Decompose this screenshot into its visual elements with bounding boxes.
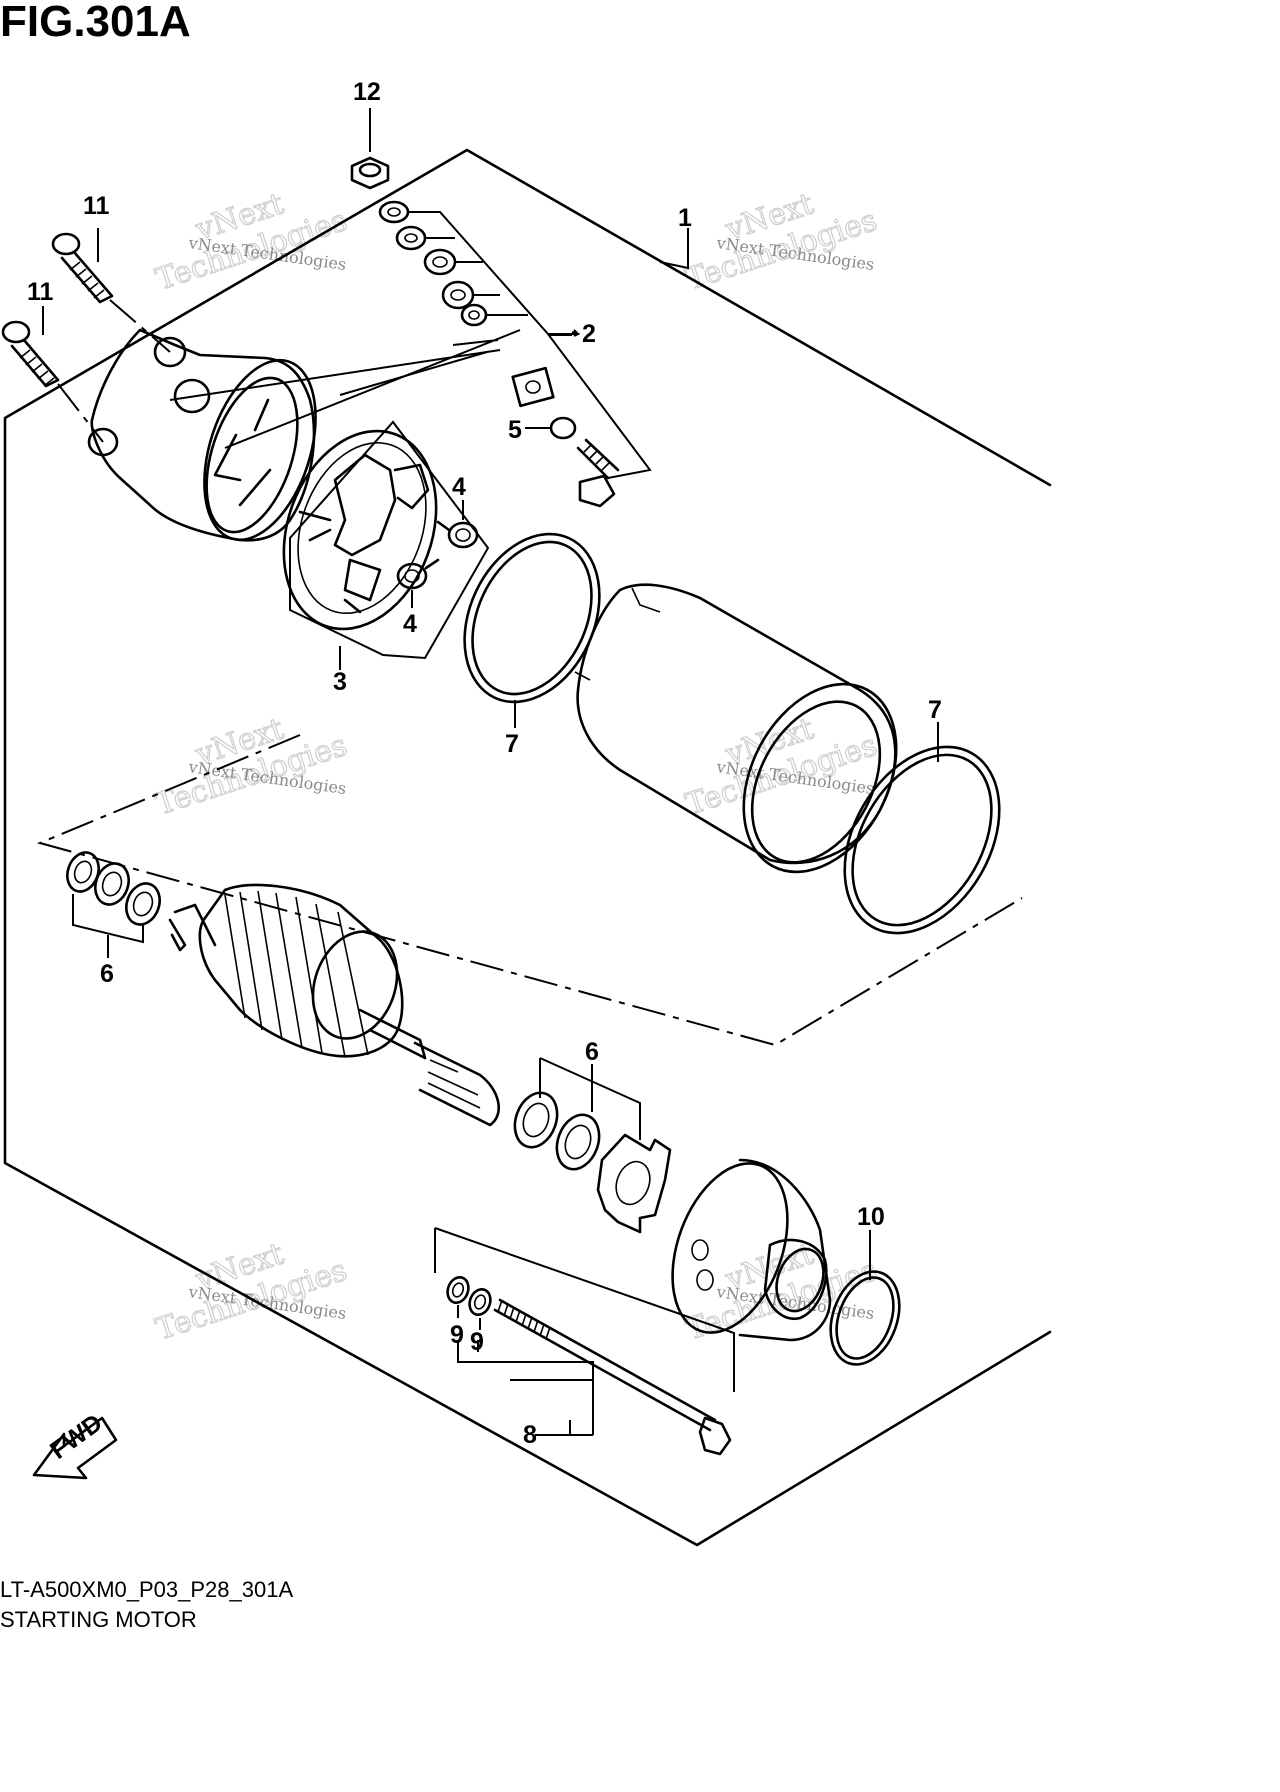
callout-5: 5 xyxy=(508,416,522,444)
part-7-o-ring-left xyxy=(463,532,601,704)
callout-12: 12 xyxy=(353,78,381,106)
fwd-label: FWD xyxy=(45,1409,108,1465)
part-4-brush-lower xyxy=(396,558,440,590)
part-6-washers-right xyxy=(513,1091,601,1171)
part-11-leaders xyxy=(42,228,99,335)
callout-labels: 1 2 3 4 4 5 6 6 7 7 8 9 9 10 11 11 12 xyxy=(27,78,942,1449)
callout-9-right: 9 xyxy=(470,1328,484,1356)
callout-4-upper: 4 xyxy=(452,473,466,501)
part-10-o-ring xyxy=(829,1270,901,1366)
callout-1: 1 xyxy=(678,204,692,232)
part-3-brush-holder xyxy=(282,429,438,631)
armature-group-boundary xyxy=(36,734,1023,1047)
callout-7-right: 7 xyxy=(928,696,942,724)
part-2-leader-end xyxy=(571,329,581,337)
part-11-bolt-lower xyxy=(1,320,60,388)
callout-2: 2 xyxy=(582,320,596,348)
part-7-o-ring-right xyxy=(843,745,1001,935)
callout-6-right: 6 xyxy=(585,1038,599,1066)
watermark-1: vNext Technologies vNext Technologies xyxy=(151,186,352,298)
end-cover-housing xyxy=(87,328,317,542)
armature xyxy=(168,883,500,1127)
part-2-leaders xyxy=(339,211,652,479)
callout-11-upper: 11 xyxy=(83,192,110,220)
part-8-bracket-leader xyxy=(477,1340,593,1436)
part-4-leaders xyxy=(411,500,464,608)
watermark-2: vNext Technologies vNext Technologies xyxy=(681,186,882,298)
part-6-right-leaders xyxy=(539,1057,641,1140)
diagram-code: LT-A500XM0_P03_P28_301A xyxy=(0,1577,293,1602)
part-11-center-lines xyxy=(57,299,171,443)
brush-holder-boundary xyxy=(289,420,490,660)
terminal-bolt xyxy=(576,438,620,508)
figure-title: FIG.301A xyxy=(0,0,191,46)
callout-4-lower: 4 xyxy=(403,610,417,638)
watermark-5: vNext Technologies vNext Technologies xyxy=(151,1236,352,1348)
part-8-through-bolt xyxy=(493,1298,732,1456)
callout-11-lower: 11 xyxy=(27,278,54,306)
callout-10: 10 xyxy=(857,1203,885,1231)
front-cover xyxy=(671,1158,832,1342)
callout-7-left: 7 xyxy=(505,730,519,758)
assembly-boundary xyxy=(3,148,1052,1547)
part-11-bolt-upper xyxy=(51,232,114,304)
part-9-washers xyxy=(446,1276,492,1316)
diagram-caption: STARTING MOTOR xyxy=(0,1607,197,1632)
callout-3: 3 xyxy=(333,668,347,696)
part-5-o-ring xyxy=(549,416,577,440)
part-6-washers-left xyxy=(66,851,161,926)
callout-6-left: 6 xyxy=(100,960,114,988)
part-8-9-leaders xyxy=(434,1227,735,1435)
part-12-nut xyxy=(350,156,390,190)
lock-plate xyxy=(596,1133,672,1234)
callout-9-left: 9 xyxy=(450,1321,464,1349)
part-4-brush-upper xyxy=(436,520,479,549)
part-6-left-leaders xyxy=(72,894,144,958)
callout-8: 8 xyxy=(523,1421,537,1449)
fwd-arrow: FWD xyxy=(32,1409,118,1480)
watermark-4: vNext Technologies vNext Technologies xyxy=(681,711,882,823)
part-2-leaders-cover xyxy=(169,329,521,449)
yoke-housing xyxy=(574,583,898,874)
part-1-leader xyxy=(659,228,689,270)
watermark-3: vNext Technologies vNext Technologies xyxy=(151,711,352,823)
